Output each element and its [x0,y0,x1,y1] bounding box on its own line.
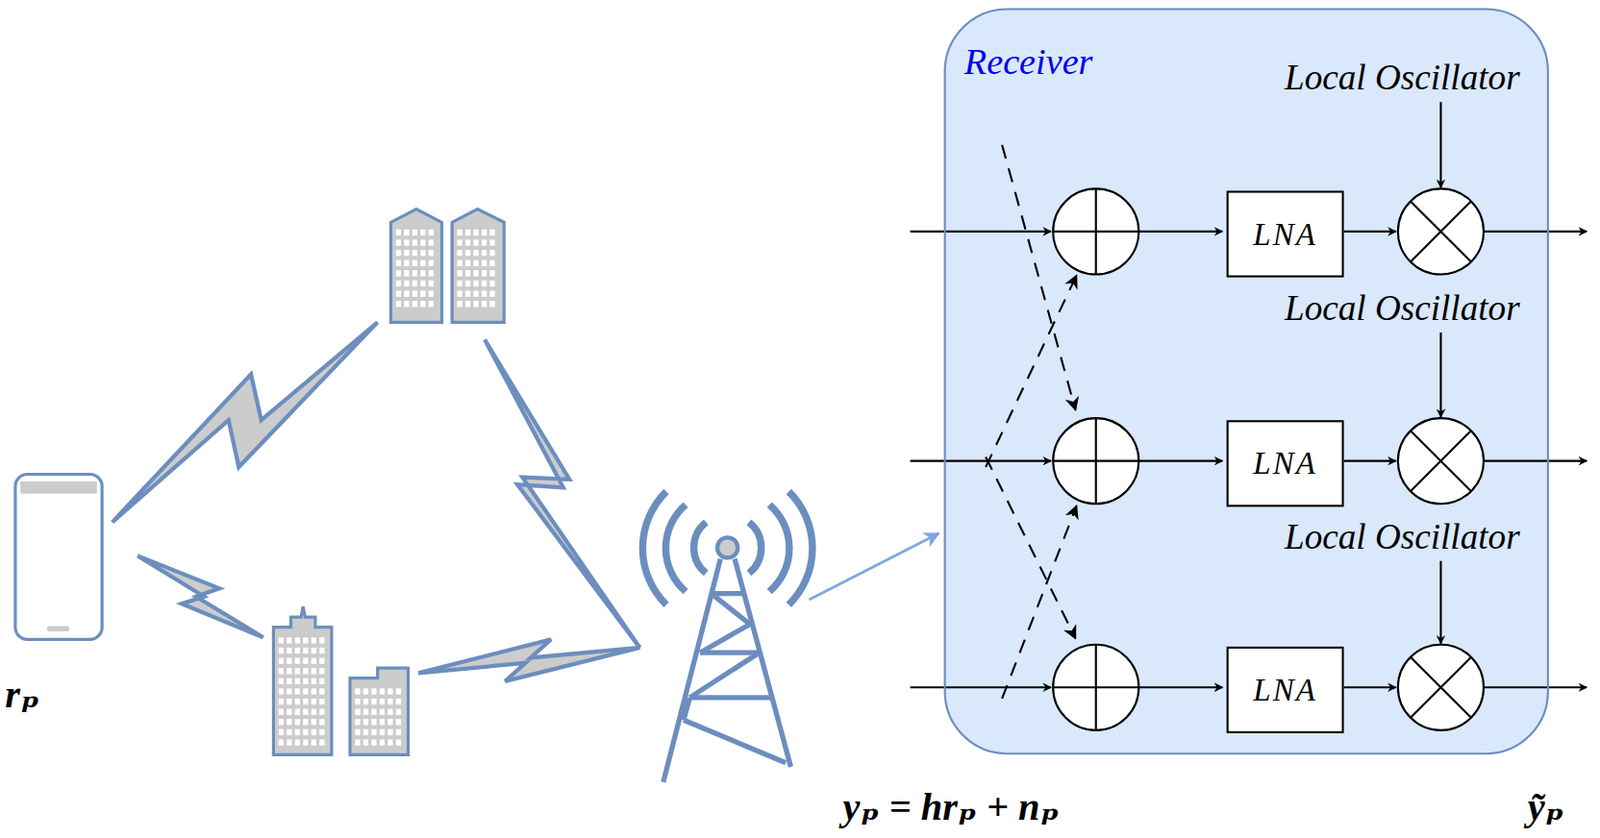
phone-icon [15,474,102,640]
receiver-box: ReceiverLNA LNA LNA [944,7,1550,755]
oscillator-label: Local Oscillator [1284,517,1521,558]
equation-label: yₚ = hrₚ + nₚ [843,782,1060,829]
receiver-fill [944,7,1550,755]
receiver-title: Receiver [964,40,1094,84]
antenna-tower [642,492,813,783]
signal-label: ỹₚ [1527,782,1565,829]
oscillator-label: Local Oscillator [1284,57,1521,99]
lna-label: LNA [1252,445,1318,482]
signal-label: rₚ [4,671,40,718]
wireless-links [112,322,641,682]
lna-box: LNA [1226,420,1345,507]
receiver-chains [910,101,1588,731]
oscillator-label: Local Oscillator [1284,288,1521,329]
lna-box: LNA [1226,647,1345,734]
coupling-lines [985,145,1076,700]
lna-box: LNA [1226,190,1345,277]
zoom-arrow [809,533,940,600]
lna-label: LNA [1252,672,1318,709]
buildings [273,209,504,756]
lna-label: LNA [1252,215,1318,252]
